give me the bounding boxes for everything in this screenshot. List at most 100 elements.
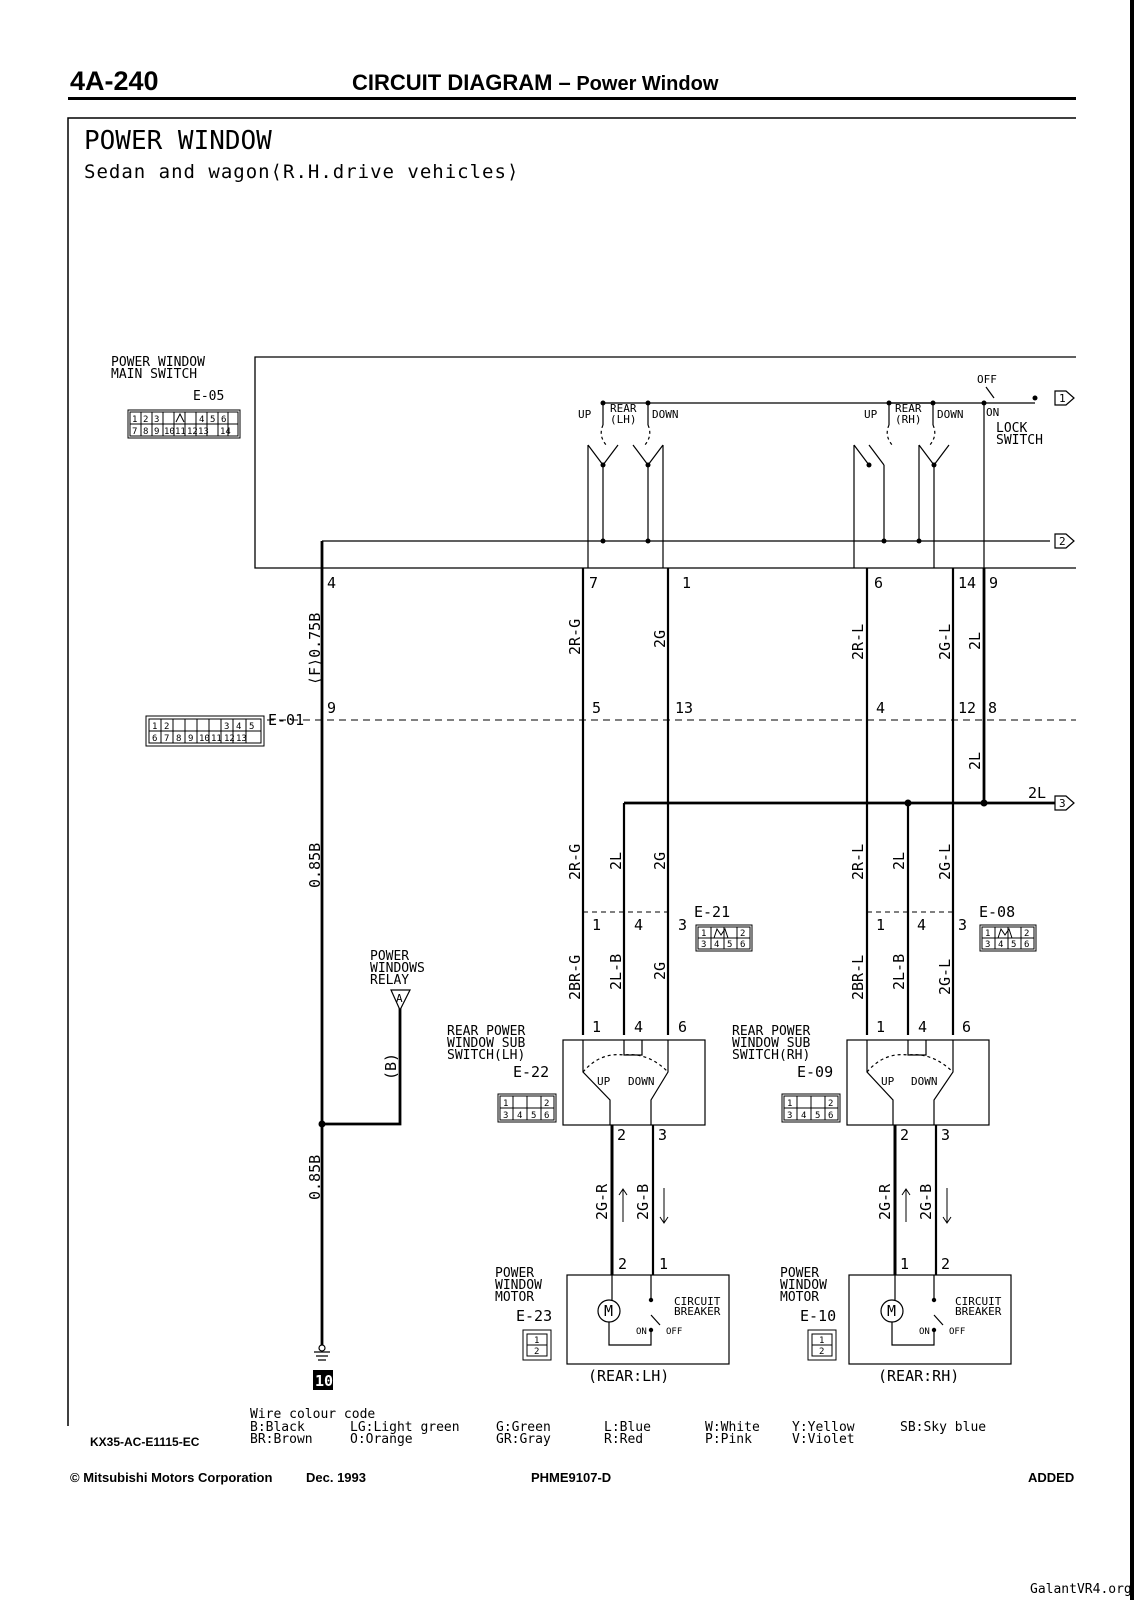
svg-text:6: 6: [740, 940, 745, 950]
svg-text:7: 7: [589, 574, 598, 592]
svg-text:3: 3: [224, 722, 229, 732]
rear-sub-connector-icons: [497, 1093, 841, 1123]
svg-text:4: 4: [801, 1111, 806, 1121]
switch-contact-dots: [600, 395, 1038, 544]
svg-text:3: 3: [701, 940, 706, 950]
svg-text:9: 9: [154, 427, 159, 437]
svg-text:(REAR:LH): (REAR:LH): [588, 1367, 669, 1385]
svg-text:1: 1: [592, 1018, 601, 1036]
svg-text:POWER: POWER: [495, 1266, 534, 1281]
svg-text:2G-B: 2G-B: [917, 1184, 935, 1220]
svg-text:14: 14: [220, 427, 231, 437]
svg-text:4: 4: [876, 699, 885, 717]
svg-text:BREAKER: BREAKER: [955, 1305, 1002, 1318]
svg-text:E-09: E-09: [797, 1063, 833, 1081]
svg-text:10: 10: [164, 427, 175, 437]
svg-text:2L: 2L: [966, 632, 984, 650]
power-window-motor-lh: POWER WINDOW MOTOR E-23 M CIRCUIT BREAKE…: [495, 1255, 730, 1385]
svg-text:ON: ON: [919, 1327, 930, 1337]
motor-connector-icons: [522, 1329, 837, 1361]
svg-text:6: 6: [221, 415, 226, 425]
svg-text:6: 6: [874, 574, 883, 592]
svg-text:2G-R: 2G-R: [876, 1183, 894, 1220]
svg-text:4: 4: [327, 574, 336, 592]
ground-icon: [314, 1344, 330, 1361]
svg-text:3: 3: [678, 916, 687, 934]
svg-text:2: 2: [1024, 929, 1029, 939]
diagram-frame: [67, 117, 1076, 1426]
svg-text:OFF: OFF: [949, 1327, 965, 1337]
e01-connector-code: E-01: [268, 711, 304, 729]
main-switch-label-2: MAIN SWITCH: [111, 367, 197, 382]
svg-text:9: 9: [989, 574, 998, 592]
svg-text:2: 2: [740, 929, 745, 939]
rear-rh-switch-label-1: REAR: [895, 402, 922, 415]
svg-text:10: 10: [199, 734, 210, 744]
footer-status: ADDED: [1028, 1470, 1075, 1485]
svg-text:2L-B: 2L-B: [890, 954, 908, 990]
rear-sub-switch-lh: REAR POWER WINDOW SUB SWITCH(LH) E-22 UP…: [447, 1018, 706, 1144]
svg-text:1: 1: [534, 1336, 539, 1346]
rear-lh-switch-label-2: (LH): [610, 413, 637, 426]
svg-text:MOTOR: MOTOR: [780, 1290, 819, 1305]
svg-text:MOTOR: MOTOR: [495, 1290, 534, 1305]
svg-text:3: 3: [985, 940, 990, 950]
svg-text:2: 2: [900, 1126, 909, 1144]
svg-text:2G: 2G: [651, 852, 669, 870]
main-switch-connector-icon: [127, 409, 241, 439]
svg-text:REAR POWER: REAR POWER: [447, 1024, 525, 1039]
svg-text:OFF: OFF: [666, 1327, 682, 1337]
svg-text:4: 4: [917, 916, 926, 934]
svg-text:7: 7: [132, 427, 137, 437]
svg-text:6: 6: [962, 1018, 971, 1036]
e21-e08-pin-numbers: 1 4 3 1 4 3: [592, 916, 967, 934]
svg-text:4: 4: [236, 722, 241, 732]
svg-text:SWITCH(RH): SWITCH(RH): [732, 1048, 810, 1063]
svg-text:WINDOW SUB: WINDOW SUB: [447, 1036, 525, 1051]
svg-text:7: 7: [164, 734, 169, 744]
svg-text:WINDOW: WINDOW: [495, 1278, 542, 1293]
relay-terminal-icon: [390, 989, 411, 1012]
svg-text:2: 2: [544, 1099, 549, 1109]
svg-text:3: 3: [941, 1126, 950, 1144]
svg-text:UP: UP: [881, 1075, 895, 1088]
svg-text:2G-L: 2G-L: [936, 624, 954, 660]
svg-text:2R-G: 2R-G: [566, 619, 584, 655]
title-main: CIRCUIT DIAGRAM –: [352, 70, 571, 95]
svg-text:2: 2: [534, 1347, 539, 1357]
main-switch-label-1: POWER WINDOW: [111, 355, 205, 370]
svg-text:5: 5: [592, 699, 601, 717]
off-page-ref-1: 1: [1059, 392, 1066, 405]
title-sub: Power Window: [570, 73, 719, 95]
main-switch-box: [254, 356, 1076, 569]
main-switch-pin-numbers: 4 7 1 6 14 9: [327, 574, 998, 592]
svg-text:1: 1: [152, 722, 157, 732]
header-rule: [68, 97, 1076, 100]
svg-text:4: 4: [199, 415, 204, 425]
svg-text:2R-L: 2R-L: [849, 624, 867, 660]
svg-text:2L: 2L: [1028, 784, 1046, 802]
relay-label-3: RELAY: [370, 973, 409, 988]
svg-text:3: 3: [958, 916, 967, 934]
svg-text:(REAR:RH): (REAR:RH): [878, 1367, 959, 1385]
svg-text:SB:Sky blue: SB:Sky blue: [900, 1420, 986, 1435]
svg-text:8: 8: [176, 734, 181, 744]
svg-text:BR:Brown: BR:Brown: [250, 1432, 313, 1447]
svg-text:1: 1: [819, 1336, 824, 1346]
rear-rh-switch-label-2: (RH): [895, 413, 922, 426]
svg-text:REAR POWER: REAR POWER: [732, 1024, 810, 1039]
main-wires: [320, 541, 1055, 1345]
svg-text:2BR-L: 2BR-L: [849, 955, 867, 1000]
svg-text:1: 1: [592, 916, 601, 934]
footer-date: Dec. 1993: [306, 1470, 366, 1485]
svg-text:ON: ON: [636, 1327, 647, 1337]
svg-text:V:Violet: V:Violet: [792, 1432, 855, 1447]
svg-text:CIRCUIT: CIRCUIT: [955, 1295, 1002, 1308]
svg-text:2G: 2G: [651, 962, 669, 980]
svg-text:1: 1: [503, 1099, 508, 1109]
wire-colour-code-table: B:Black BR:Brown LG:Light green O:Orange…: [250, 1420, 986, 1447]
svg-text:9: 9: [327, 699, 336, 717]
footer-copyright: © Mitsubishi Motors Corporation: [70, 1470, 273, 1485]
svg-text:2L-B: 2L-B: [607, 954, 625, 990]
